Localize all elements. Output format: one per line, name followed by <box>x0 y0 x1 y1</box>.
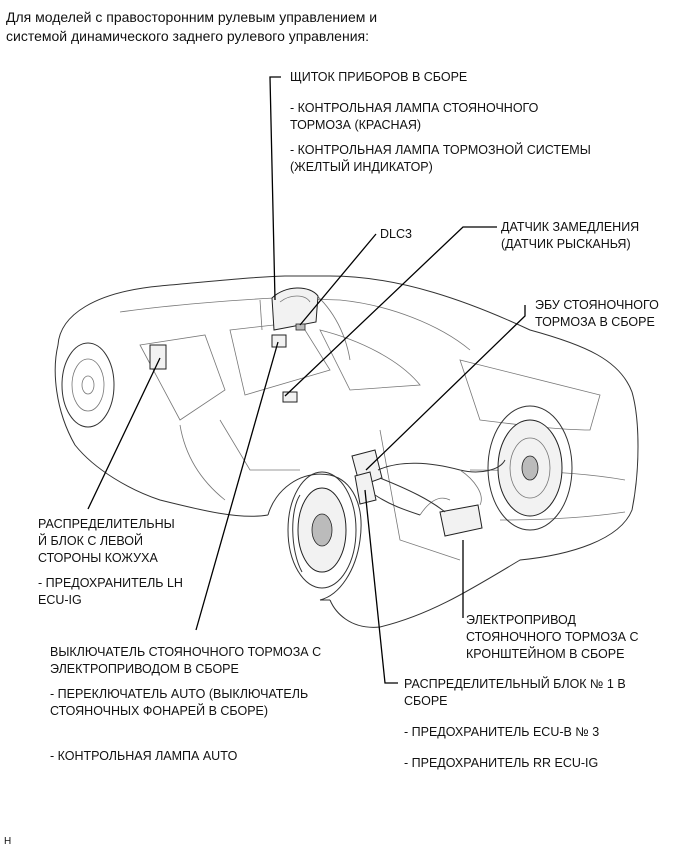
actuator-bracket <box>419 497 483 537</box>
switch-lamp: - КОНТРОЛЬНАЯ ЛАМПА AUTO <box>50 749 238 763</box>
left-junction-fuse-line2: ECU-IG <box>38 593 82 607</box>
actuator-line1: ЭЛЕКТРОПРИВОД <box>466 613 576 627</box>
label-dlc3: DLC3 <box>380 227 412 241</box>
rear-left-wheel <box>287 471 357 589</box>
cluster-item1-line2: ТОРМОЗА (КРАСНАЯ) <box>290 118 422 132</box>
instrument-cluster <box>271 287 319 331</box>
ecu-line2: ТОРМОЗА В СБОРЕ <box>535 315 655 329</box>
figure-code: H <box>4 836 12 847</box>
left-junction-fuse-line1: - ПРЕДОХРАНИТЕЛЬ LH <box>38 576 183 590</box>
junction1-fuse2: - ПРЕДОХРАНИТЕЛЬ RR ECU-IG <box>404 756 599 770</box>
header-line-1: Для моделей с правосторонним рулевым упр… <box>6 9 378 25</box>
actuator-line2: СТОЯНОЧНОГО ТОРМОЗА С <box>466 630 639 644</box>
parking-brake-switch <box>271 334 287 348</box>
leader-lines <box>87 76 526 684</box>
ecu-line1: ЭБУ СТОЯНОЧНОГО <box>535 298 659 312</box>
switch-auto-line2: СТОЯНОЧНЫХ ФОНАРЕЙ В СБОРЕ) <box>50 704 269 718</box>
header-line-2: системой динамического заднего рулевого … <box>6 28 369 44</box>
decel-line1: ДАТЧИК ЗАМЕДЛЕНИЯ <box>501 220 640 234</box>
decel-line2: (ДАТЧИК РЫСКАНЬЯ) <box>501 237 631 251</box>
left-junction-line2: Й БЛОК С ЛЕВОЙ <box>38 534 144 548</box>
left-junction-line3: СТОРОНЫ КОЖУХА <box>38 551 158 565</box>
wire-harness <box>374 459 506 516</box>
cluster-item2-line1: - КОНТРОЛЬНАЯ ЛАМПА ТОРМОЗНОЙ СИСТЕМЫ <box>290 143 591 157</box>
switch-line2: ЭЛЕКТРОПРИВОДОМ В СБОРЕ <box>50 662 239 676</box>
left-junction-block <box>149 344 167 370</box>
decel-sensor <box>282 391 298 403</box>
left-junction-line1: РАСПРЕДЕЛИТЕЛЬНЫ <box>38 517 175 531</box>
actuator-line3: КРОНШТЕЙНОМ В СБОРЕ <box>466 647 625 661</box>
cluster-item1-line1: - КОНТРОЛЬНАЯ ЛАМПА СТОЯНОЧНОГО <box>290 101 539 115</box>
junction-block-1 <box>354 471 377 505</box>
cluster-item2-line2: (ЖЕЛТЫЙ ИНДИКАТОР) <box>290 160 433 174</box>
cluster-title: ЩИТОК ПРИБОРОВ В СБОРЕ <box>290 70 468 84</box>
rear-right-wheel <box>487 405 573 531</box>
front-wheel <box>61 342 115 428</box>
junction1-line1: РАСПРЕДЕЛИТЕЛЬНЫЙ БЛОК № 1 В <box>404 677 626 691</box>
junction1-line2: СБОРЕ <box>404 694 448 708</box>
switch-auto-line1: - ПЕРЕКЛЮЧАТЕЛЬ AUTO (ВЫКЛЮЧАТЕЛЬ <box>50 687 309 701</box>
junction1-fuse1: - ПРЕДОХРАНИТЕЛЬ ECU-B № 3 <box>404 725 600 739</box>
switch-line1: ВЫКЛЮЧАТЕЛЬ СТОЯНОЧНОГО ТОРМОЗА С <box>50 645 322 659</box>
